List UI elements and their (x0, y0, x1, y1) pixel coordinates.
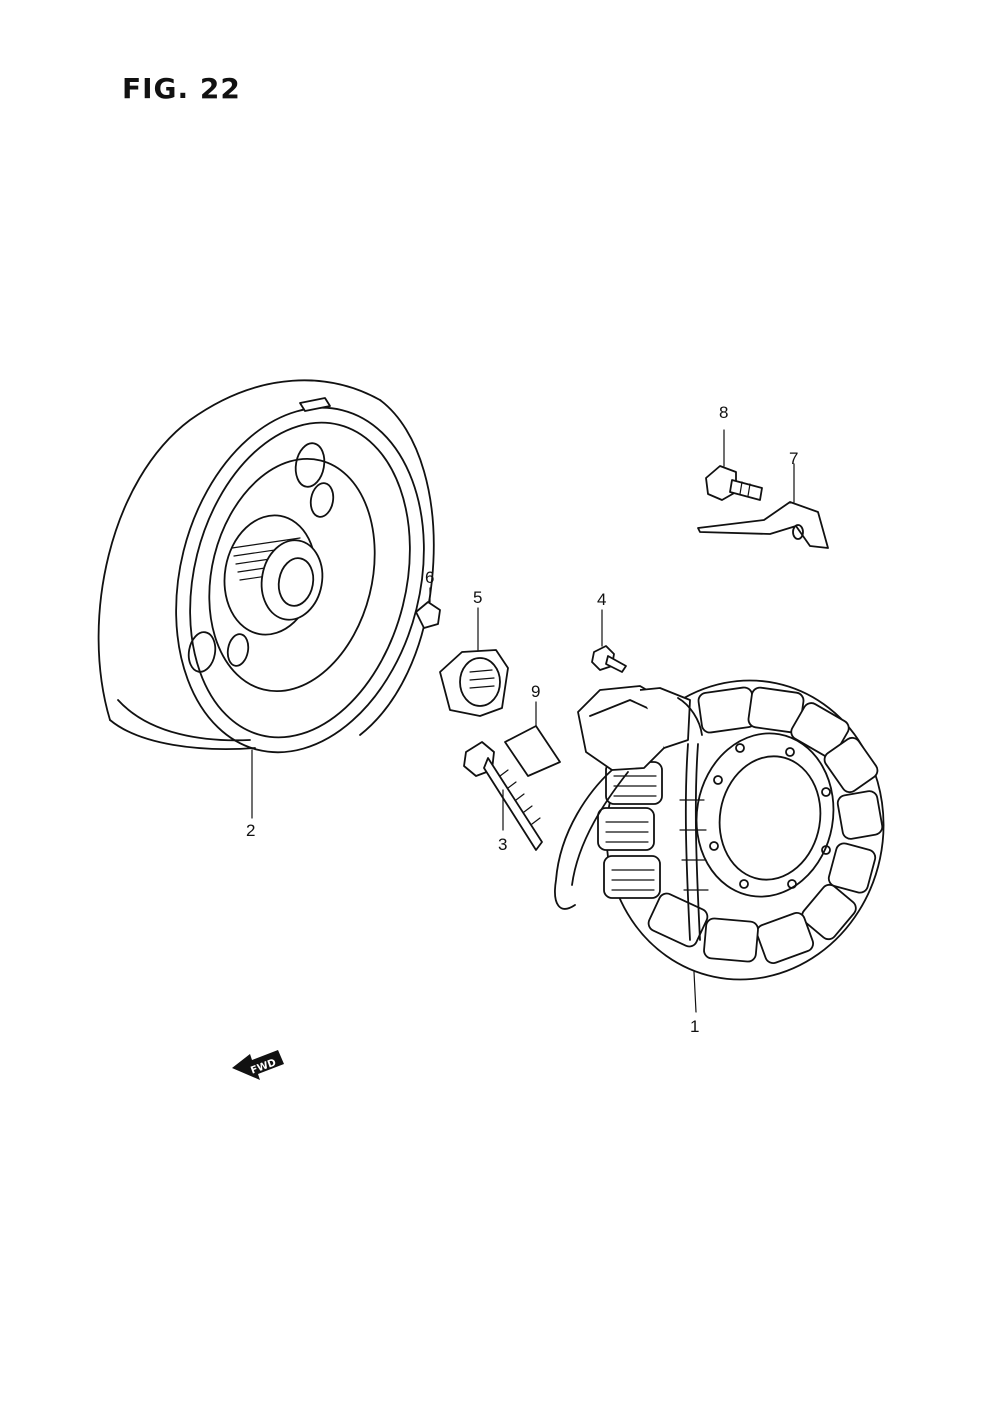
woodruff-key (415, 587, 441, 629)
callout-5: 5 (473, 588, 482, 607)
flywheel-rotor (97, 379, 435, 819)
callout-2: 2 (246, 821, 255, 840)
bracket-bolt (705, 429, 763, 501)
callout-8: 8 (719, 403, 728, 422)
stator-assembly (554, 679, 885, 1013)
small-screw (591, 609, 627, 673)
callout-4: 4 (597, 590, 606, 609)
callout-9: 9 (531, 682, 540, 701)
callout-7: 7 (789, 449, 798, 468)
callout-3: 3 (498, 835, 507, 854)
figure-title: FIG. 22 (122, 72, 241, 105)
stator-coils (597, 686, 884, 964)
callout-6: 6 (425, 568, 434, 587)
stator-bolt (463, 741, 543, 851)
insulation-pad (504, 701, 561, 777)
callout-1: 1 (690, 1017, 699, 1036)
wire-bracket (697, 463, 829, 549)
fwd-arrow-icon: FWD (232, 1050, 284, 1080)
rotor-nut (439, 607, 509, 717)
